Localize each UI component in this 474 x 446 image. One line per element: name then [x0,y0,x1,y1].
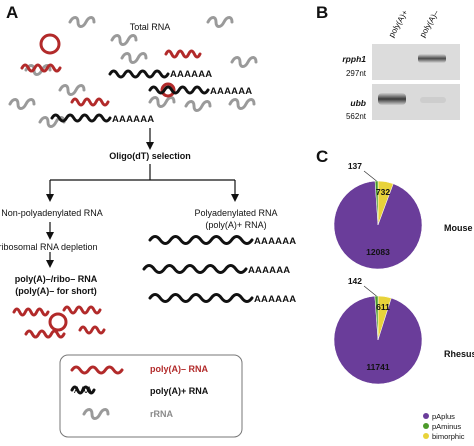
gel-band-rpph1 [418,54,446,63]
arrow-heads [46,142,239,268]
total-rna-label: Total RNA [130,22,171,32]
gene-ubb-size: 562nt [346,112,367,121]
value-paminus: 137 [348,161,362,171]
poly-minus-strand [164,49,202,59]
poly-minus-strand [62,305,102,315]
value-bimorphic: 732 [376,187,390,197]
gene-ubb: ubb [350,98,366,108]
total-rna-cloud [8,16,258,128]
gel-band-ubb [378,93,406,105]
rrna-coil [68,16,96,28]
legend-rrna-glyph [82,408,110,420]
pie-legend: pAplus pAminus bimorphic [423,412,465,441]
gene-rpph1: rpph1 [342,54,366,64]
polyadenylated-label: Polyadenylated RNA [194,208,277,218]
poly-minus-strands [12,305,106,339]
panel-b-letter: B [316,3,328,22]
pie-slice-paminus [374,180,379,226]
species-label-rhesus: Rhesus [444,349,474,359]
legend-rrna: rRNA [150,409,174,419]
poly-plus-strand [50,113,112,123]
rrna-coil [184,100,212,112]
rrna-coil [228,98,256,110]
panel-c-letter: C [316,147,328,166]
rrna-coil [120,52,148,64]
poly-plus-strand [142,264,248,274]
cloud-tail-2: AAAAAA [210,86,252,97]
non-polyadenylated-label: Non-polyadenylated RNA [1,208,103,218]
rrna-coil [58,84,86,96]
rrna-coil [148,96,176,108]
poly-plus-strands [142,235,254,303]
legend-poly-minus: poly(A)– RNA [150,364,208,374]
oligo-dt-selection-label: Oligo(dT) selection [109,151,191,161]
panel-a-letter: A [6,3,18,22]
strand-tail-1: AAAAAA [254,236,296,247]
poly-minus-strand [24,329,66,339]
circular-rna [48,312,68,332]
rrna-coil [8,98,36,110]
value-bimorphic: 611 [376,302,390,312]
strand-tail-2: AAAAAA [248,265,290,276]
gel-band-ubb-faint [420,97,446,103]
rrna-coil [38,116,66,128]
value-paplus: 12083 [366,247,390,257]
poly-plus-strand [148,85,210,95]
poly-minus-strand [20,63,62,73]
gene-rpph1-size: 297nt [346,69,367,78]
cloud-tail-1: AAAAAA [170,69,212,80]
poly-plus-strand [148,293,254,303]
leader-line-paminus [363,285,377,297]
ribosomal-depletion-label: ribosomal RNA depletion [0,242,98,252]
legend-paplus: pAplus [432,412,455,421]
poly-plus-strand [108,69,170,79]
value-paminus: 142 [348,276,362,286]
species-label-mouse: Mouse [444,223,473,233]
legend-bimorphic: bimorphic [432,432,465,441]
poly-minus-title-2: (poly(A)– for short) [15,286,97,296]
legend-dot-paminus [423,423,429,429]
polyadenylated-label-2: (poly(A)+ RNA) [205,220,266,230]
strand-tail-3: AAAAAA [254,294,296,305]
legend-poly-plus-glyph [70,385,96,395]
leader-line-paminus [363,170,377,182]
pie-slice-paplus [333,295,423,385]
rrna-coil [230,56,258,68]
lane-label-poly-minus: poly(A)– [418,8,441,39]
pie-slice-paplus [333,180,423,270]
lane-label-poly-plus: poly(A)+ [387,8,410,39]
legend-dot-bimorphic [423,433,429,439]
pie-slice-paminus [374,295,379,341]
rrna-coil [110,34,138,46]
legend-box [59,354,243,438]
legend-poly-minus-glyph [70,365,124,375]
circular-rna [160,82,176,98]
poly-plus-strand [148,235,254,245]
legend-dot-paplus [423,413,429,419]
value-paplus: 11741 [366,362,389,372]
legend-tail: AAA [74,385,92,395]
legend-glyphs [70,365,124,420]
legend-paminus: pAminus [432,422,461,431]
poly-minus-title-1: poly(A)–/ribo– RNA [15,274,98,284]
legend-poly-plus: poly(A)+ RNA [150,386,209,396]
poly-minus-strand [78,325,106,335]
rrna-coil [24,64,52,76]
rrna-coil [206,16,234,28]
cloud-tail-3: AAAAAA [112,114,154,125]
poly-minus-strand [70,97,110,107]
circular-rna [39,33,61,55]
gel-rpph1 [372,44,460,80]
poly-minus-strand [12,307,50,317]
